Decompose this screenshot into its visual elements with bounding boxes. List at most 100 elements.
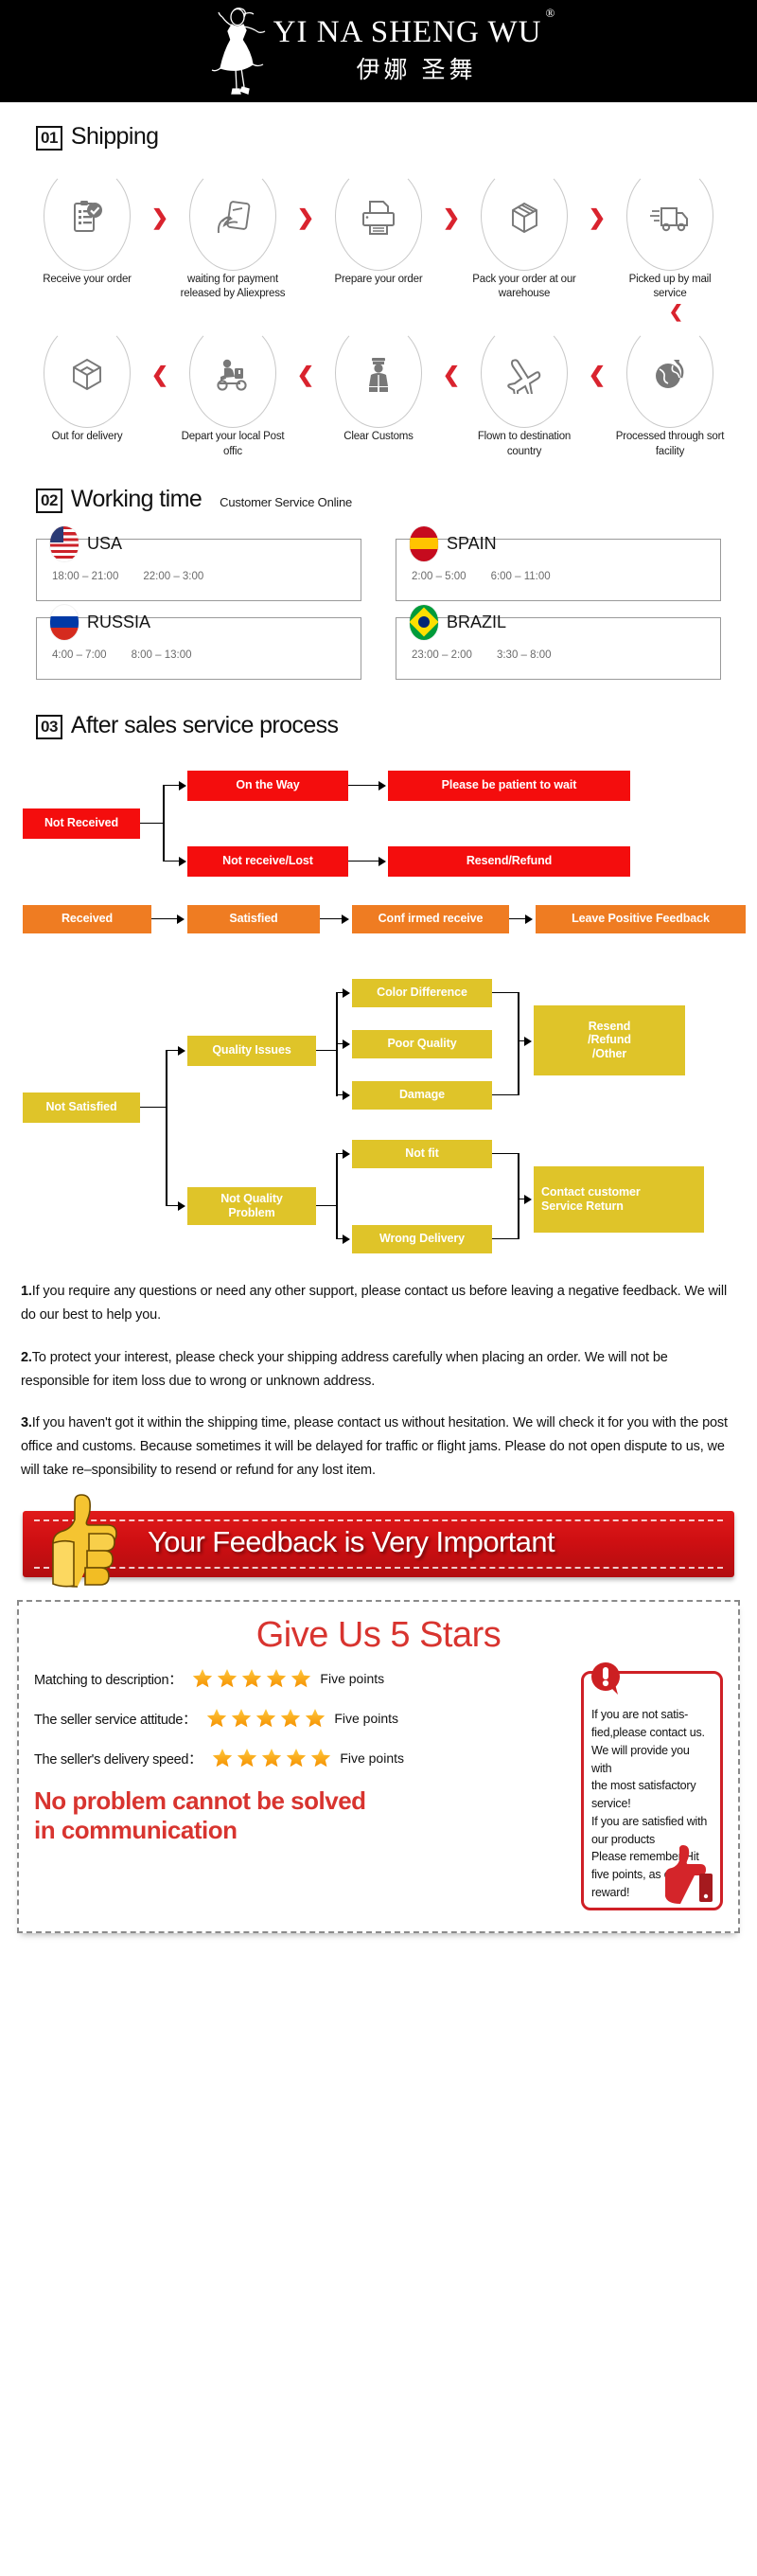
communication-slogan: No problem cannot be solved in communica…	[34, 1786, 570, 1844]
feedback-banner-bg	[23, 1511, 734, 1578]
flow-box-line: Resend	[588, 1019, 631, 1033]
time-slot: 22:00 – 3:00	[143, 570, 204, 582]
star-icon[interactable]	[290, 1667, 312, 1690]
working-time-card-usa: USA 18:00 – 21:00 22:00 – 3:00	[36, 525, 361, 601]
chevron-right-icon: ❯	[442, 205, 461, 229]
flow-not-satisfied: Not Satisfied Quality Issues Color Diffe…	[0, 960, 757, 1263]
rating-label: Matching to description：	[34, 1672, 183, 1688]
flow-box-not-receive-lost: Not receive/Lost	[187, 845, 348, 877]
globe-arrow-icon	[656, 360, 684, 389]
working-time-subtitle: Customer Service Online	[220, 494, 353, 509]
flow-box-confirmed-receive: Conf irmed receive	[352, 904, 509, 933]
thumbs-up-yellow-icon	[52, 1494, 117, 1589]
after-sales-section: 03 After sales service process Not Recei…	[0, 680, 757, 1263]
section-title-shipping: Shipping	[70, 123, 159, 150]
thumbs-up-red-icon	[665, 1844, 713, 1904]
flow-box-line: Not Quality	[220, 1191, 283, 1205]
feedback-banner-text: Your Feedback is Very Important	[148, 1525, 555, 1559]
flow-box-color-difference: Color Difference	[352, 978, 492, 1007]
flow-box-line: Service Return	[541, 1199, 624, 1213]
star-icon[interactable]	[205, 1707, 228, 1730]
star-icon[interactable]	[230, 1707, 253, 1730]
note-number: 2.	[21, 1349, 32, 1365]
shipping-step-caption: Depart your local Post offic	[181, 431, 285, 457]
flow-box-please-be-patient: Please be patient to wait	[388, 770, 630, 801]
flow-box-wrong-delivery: Wrong Delivery	[352, 1224, 492, 1253]
section-number-02: 02	[36, 488, 62, 513]
star-icon[interactable]	[285, 1747, 308, 1769]
customs-officer-icon	[369, 358, 388, 393]
policy-note: 1.If you require any questions or need a…	[21, 1280, 736, 1327]
star-icon[interactable]	[255, 1707, 277, 1730]
flow-box-satisfied: Satisfied	[187, 904, 320, 933]
flow-received: Received Satisfied Conf irmed receive Le…	[0, 899, 757, 949]
dancer-logo-icon	[211, 8, 266, 95]
working-time-cards: USA 18:00 – 21:00 22:00 – 3:00 SPAIN 2:0…	[0, 525, 757, 680]
working-time-section: 02 Working time Customer Service Online …	[0, 459, 757, 680]
time-slot: 23:00 – 2:00	[412, 648, 472, 661]
star-icon[interactable]	[191, 1667, 214, 1690]
star-rating[interactable]	[205, 1707, 326, 1730]
rating-points: Five points	[320, 1671, 385, 1687]
slogan-line-1: No problem cannot be solved	[34, 1786, 366, 1816]
time-slot: 6:00 – 11:00	[490, 570, 551, 582]
star-icon[interactable]	[236, 1747, 258, 1769]
box-package-icon	[512, 202, 537, 234]
star-rating[interactable]	[211, 1747, 332, 1769]
shipping-step: Clear Customs	[318, 322, 439, 444]
chevron-left-icon: ❮	[442, 363, 461, 387]
flow-box-not-fit: Not fit	[352, 1139, 492, 1168]
shipping-steps-row-2: Out for delivery ❮ Depart your local Pos…	[0, 322, 757, 458]
star-icon[interactable]	[279, 1707, 302, 1730]
time-slot: 2:00 – 5:00	[412, 570, 467, 582]
note-text: If you haven't got it within the shippin…	[21, 1415, 728, 1479]
flow-box-leave-positive-feedback: Leave Positive Feedback	[536, 904, 746, 933]
time-slot: 8:00 – 13:00	[131, 648, 192, 661]
brand-name-en: YI NA SHENG WU®	[273, 6, 556, 49]
section-number-03: 03	[36, 714, 62, 739]
slogan-line-2: in communication	[34, 1815, 238, 1844]
chevron-left-icon: ❮	[150, 363, 169, 387]
star-icon[interactable]	[216, 1667, 238, 1690]
star-icon[interactable]	[211, 1747, 234, 1769]
shipping-step-caption: Processed through sort facility	[615, 431, 725, 457]
shipping-step-caption: Picked up by mail service	[628, 274, 712, 300]
star-icon[interactable]	[260, 1747, 283, 1769]
flow-box-line: Contact customer	[541, 1184, 641, 1199]
country-name: BRAZIL	[447, 612, 507, 631]
star-icon[interactable]	[309, 1747, 332, 1769]
printer-icon	[362, 201, 395, 235]
time-slot: 4:00 – 7:00	[52, 648, 107, 661]
shipping-step-caption: Clear Customs	[343, 431, 414, 443]
shipping-step: Processed through sort facility	[609, 322, 731, 458]
give-us-5-stars-panel: Give Us 5 Stars Matching to description：…	[17, 1600, 740, 1933]
flow-box-not-quality-problem: Not Quality Problem	[187, 1186, 316, 1225]
shipping-step: Pack your order at our warehouse	[464, 165, 585, 301]
flow-box-line: /Refund	[588, 1033, 631, 1047]
flow-box-line: /Other	[591, 1047, 627, 1061]
open-box-icon	[73, 359, 101, 391]
notice-line: five points, as our	[591, 1868, 681, 1881]
flag-brazil-icon	[410, 604, 438, 640]
flow-box-not-received: Not Received	[23, 808, 140, 839]
brand-header: YI NA SHENG WU® 伊娜 圣舞	[0, 0, 757, 102]
time-slot: 18:00 – 21:00	[52, 570, 119, 582]
star-icon[interactable]	[304, 1707, 326, 1730]
notice-line: We will provide you with	[591, 1743, 690, 1775]
flow-box-not-satisfied: Not Satisfied	[23, 1092, 140, 1123]
chevron-right-icon: ❯	[296, 205, 315, 229]
star-icon[interactable]	[240, 1667, 263, 1690]
note-number: 1.	[21, 1283, 32, 1299]
section-title-working-time: Working time	[70, 485, 202, 512]
flow-box-damage: Damage	[352, 1080, 492, 1110]
shipping-step: Prepare your order	[318, 165, 439, 287]
star-icon[interactable]	[265, 1667, 288, 1690]
truck-icon	[650, 207, 688, 232]
notice-line: If you are satisfied with	[591, 1814, 708, 1828]
flow-box-received: Received	[23, 904, 151, 933]
exclamation-bubble-icon	[591, 1662, 620, 1696]
policy-notes: 1.If you require any questions or need a…	[0, 1280, 757, 1483]
star-rating[interactable]	[191, 1667, 312, 1690]
notice-text: If you are not satis- fied,please contac…	[591, 1706, 713, 1901]
shipping-step: waiting for payment released by Aliexpre…	[172, 165, 293, 301]
